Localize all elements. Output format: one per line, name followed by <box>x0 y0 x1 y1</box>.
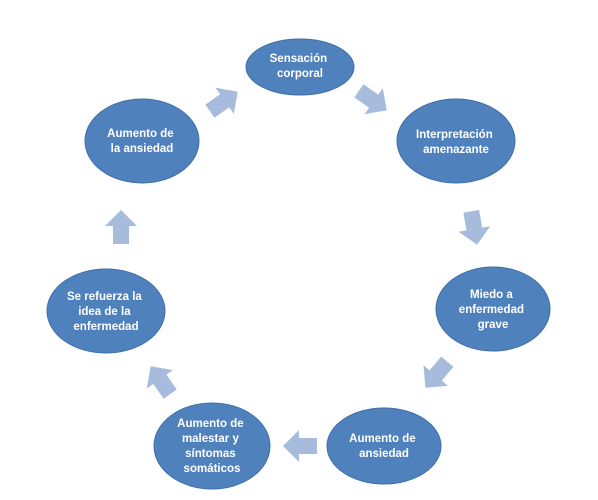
node-sensacion: Sensación corporal <box>245 38 355 96</box>
cycle-arrow-icon <box>205 87 238 118</box>
cycle-nodes: Sensación corporal Interpretación amenaz… <box>46 38 551 490</box>
cycle-arrow-icon <box>458 209 491 245</box>
node-label: Se refuerza la idea de la enfermedad <box>67 291 145 333</box>
node-label: Interpretación amenazante <box>416 129 496 156</box>
node-miedo: Miedo a enfermedad grave <box>435 266 551 352</box>
node-label: Miedo a enfermedad grave <box>459 289 527 331</box>
node-label: Aumento de la ansiedad <box>107 128 177 155</box>
cycle-arrow-icon <box>423 356 454 388</box>
cycle-arrows <box>105 84 491 462</box>
node-malestar: Aumento de malestar y síntomas somáticos <box>153 402 271 490</box>
node-label: Aumento de malestar y síntomas somáticos <box>177 418 247 475</box>
node-aumento-ansiedad: Aumento de la ansiedad <box>84 98 200 184</box>
node-label: Sensación corporal <box>270 53 331 80</box>
node-label: Aumento de ansiedad <box>349 433 419 460</box>
cycle-arrow-icon <box>354 84 387 115</box>
node-ansiedad: Aumento de ansiedad <box>326 407 442 485</box>
cycle-arrow-icon <box>105 210 137 244</box>
node-refuerza: Se refuerza la idea de la enfermedad <box>46 268 166 354</box>
cycle-arrow-icon <box>283 430 317 462</box>
cycle-arrow-icon <box>146 366 177 399</box>
node-interpretacion: Interpretación amenazante <box>396 98 516 184</box>
